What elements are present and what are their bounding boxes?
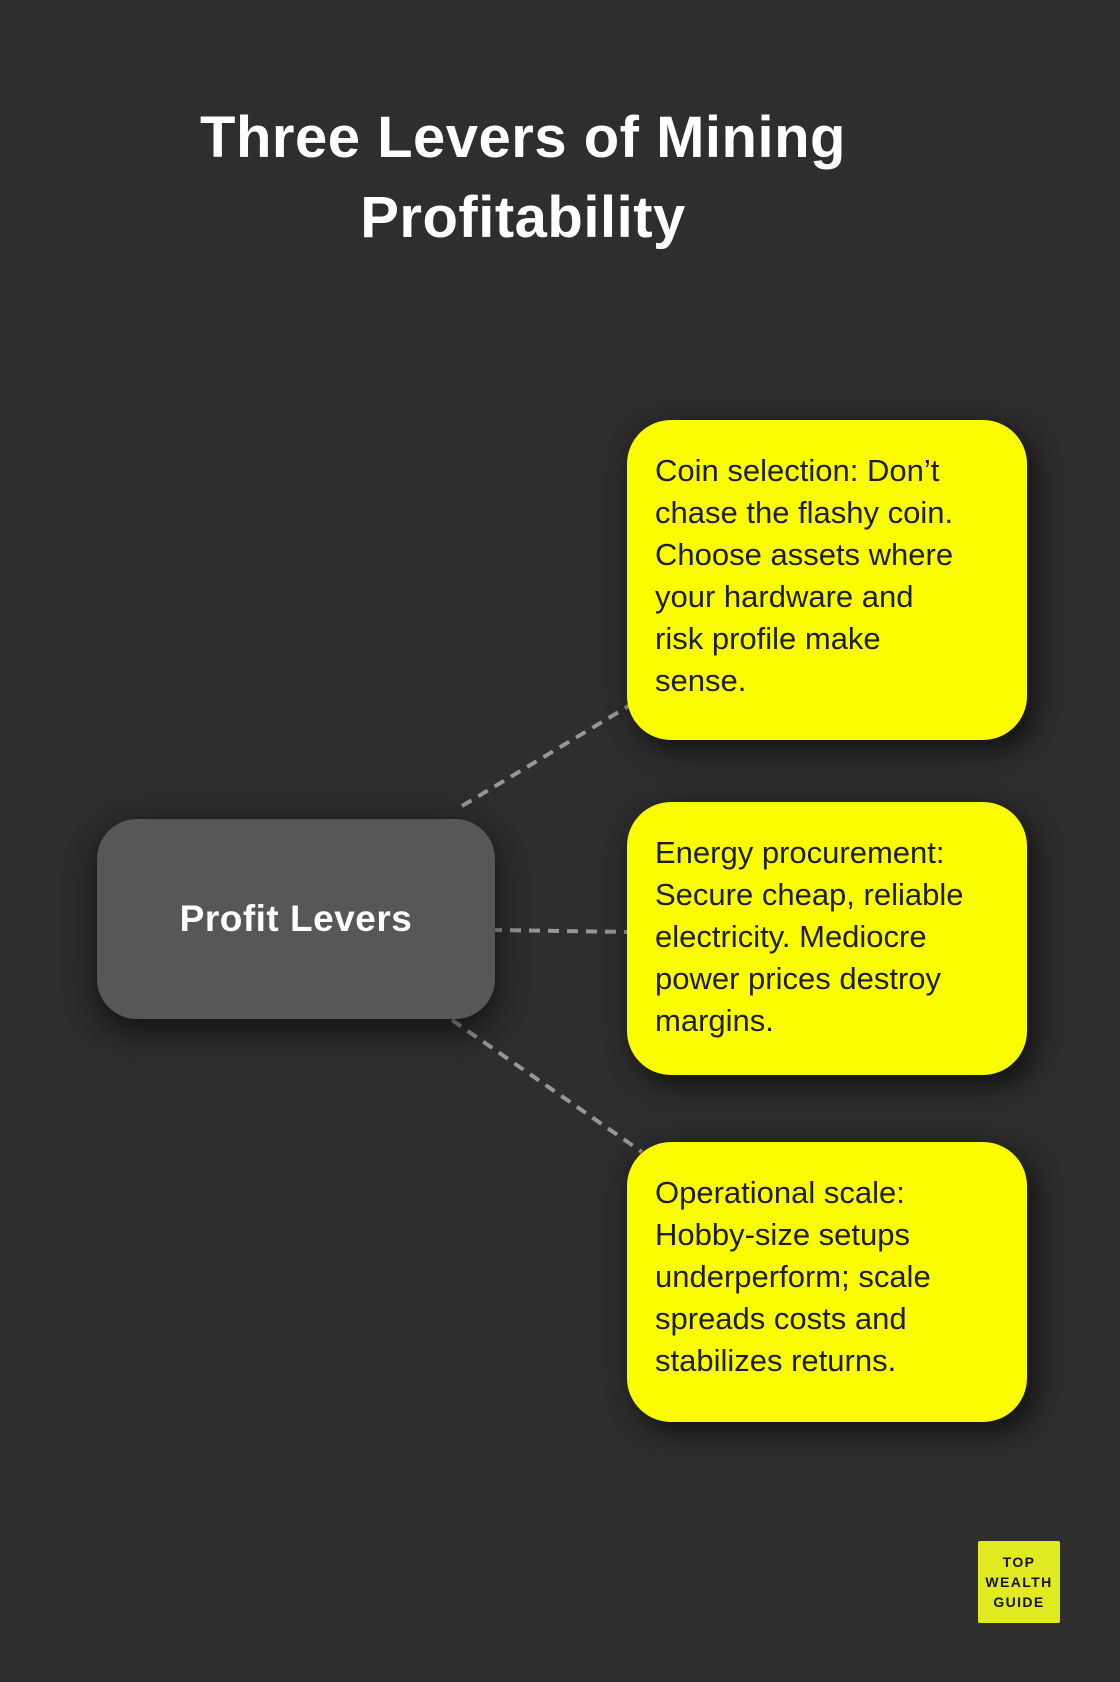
connector-energy-procurement bbox=[490, 928, 635, 934]
brand-logo-line-guide: GUIDE bbox=[993, 1594, 1045, 1610]
center-node-label: Profit Levers bbox=[179, 898, 413, 939]
brand-logo-top-wealth-guide: TOP WEALTH GUIDE bbox=[978, 1541, 1060, 1623]
branch-card-energy-procurement-text: Energy procurement: Secure cheap, reliab… bbox=[655, 835, 964, 1038]
page-title: Three Levers of Mining Profitability bbox=[200, 105, 846, 250]
branch-card-energy-procurement: Energy procurement: Secure cheap, reliab… bbox=[627, 802, 1027, 1075]
branch-card-operational-scale: Operational scale: Hobby-size setups und… bbox=[627, 1142, 1027, 1422]
branch-card-operational-scale-text: Operational scale: Hobby-size setups und… bbox=[655, 1175, 931, 1378]
connector-operational-scale bbox=[450, 1018, 644, 1154]
brand-logo-line-top: TOP bbox=[1002, 1554, 1036, 1570]
branch-card-coin-selection: Coin selection: Don’t chase the flashy c… bbox=[627, 420, 1027, 740]
branch-card-coin-selection-text: Coin selection: Don’t chase the flashy c… bbox=[655, 453, 954, 698]
connector-coin-selection bbox=[460, 696, 644, 808]
brand-logo-line-wealth: WEALTH bbox=[985, 1574, 1053, 1590]
center-node-profit-levers: Profit Levers bbox=[97, 819, 495, 1019]
